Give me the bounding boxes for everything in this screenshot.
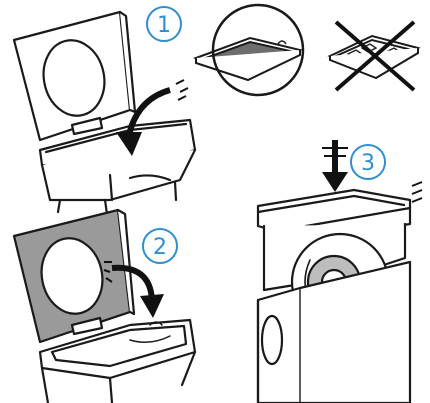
correct-film-callout-icon xyxy=(196,5,303,95)
step-1-number: 1 xyxy=(157,13,171,38)
step-2-number: 2 xyxy=(153,235,167,260)
step-1-illustration xyxy=(14,12,195,214)
step-2-badge: 2 xyxy=(143,229,177,263)
step-3-illustration xyxy=(258,190,410,403)
step-1-badge: 1 xyxy=(147,7,181,41)
step-3-badge: 3 xyxy=(351,145,385,179)
incorrect-film-crossed-icon xyxy=(330,22,418,90)
step-3-number: 3 xyxy=(361,151,375,176)
